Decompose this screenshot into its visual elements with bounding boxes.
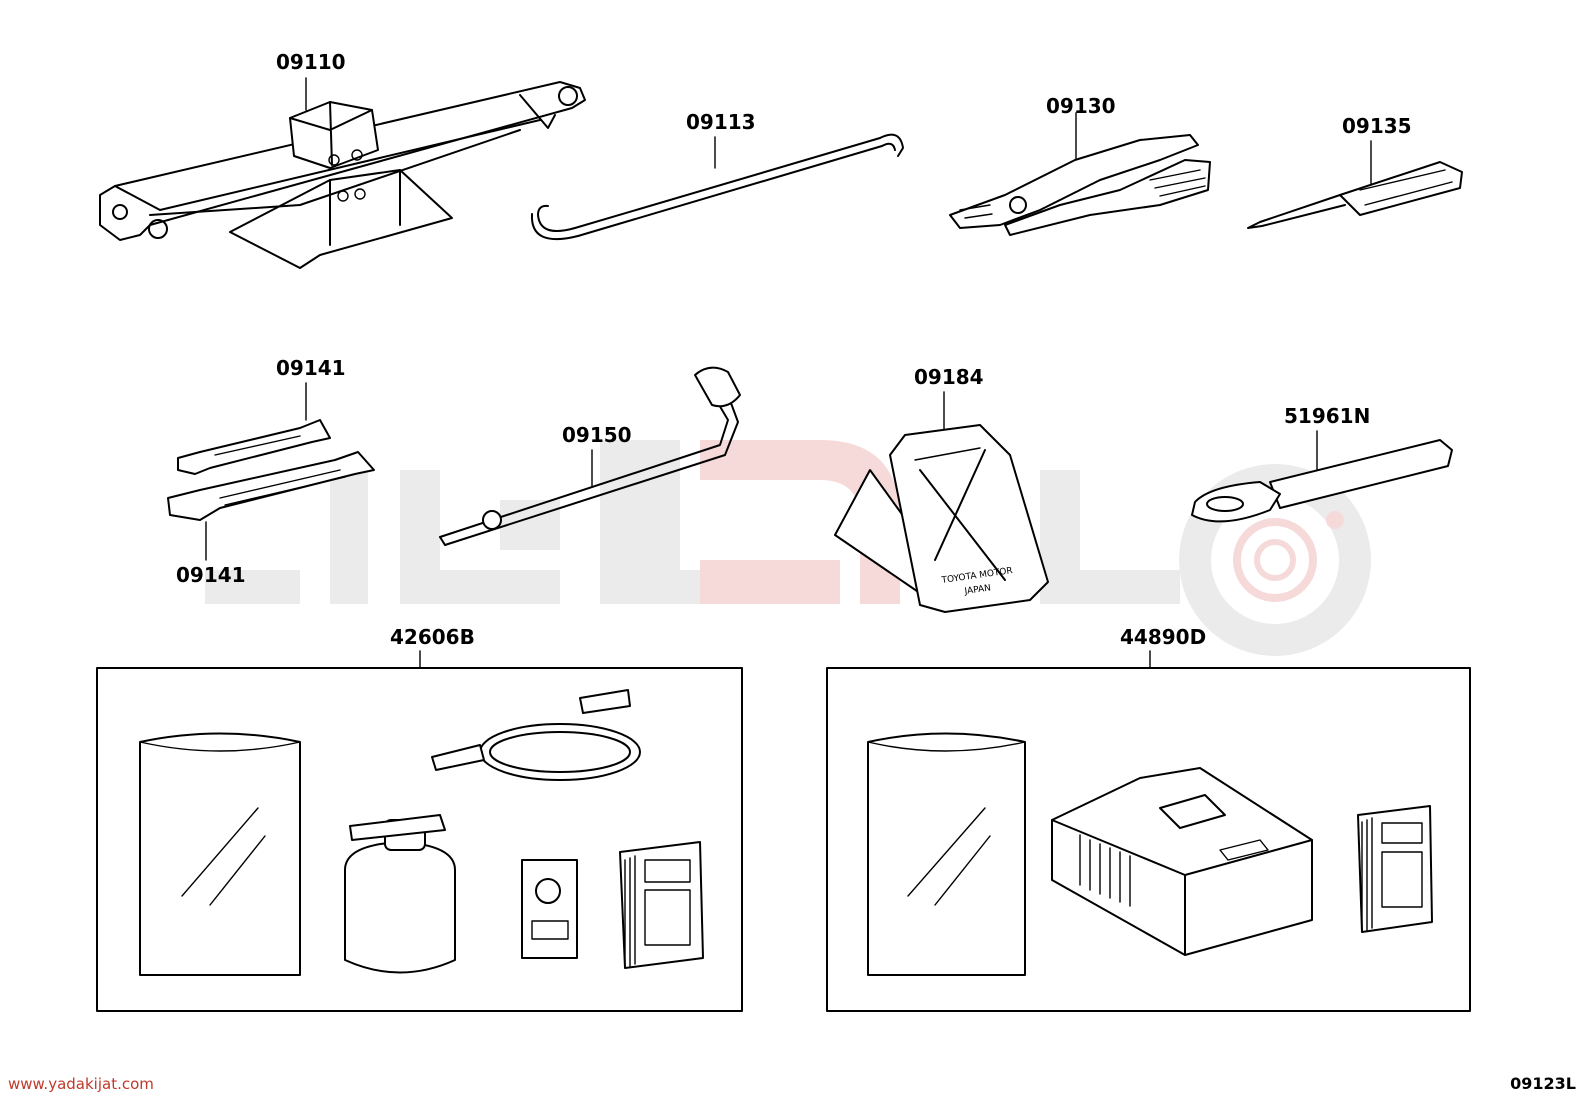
pliers-illustration [949, 112, 1211, 236]
lug-wrench-illustration [439, 366, 741, 546]
repair-kit-part-number: 42606B [390, 625, 475, 649]
compressor-kit-part-number: 44890D [1120, 625, 1206, 649]
compressor-kit-box [826, 650, 1471, 1012]
lug-wrench-part-number: 09150 [562, 423, 632, 447]
wrench-bottom-part-number: 09141 [176, 563, 246, 587]
jack-handle-part-number: 09113 [686, 110, 756, 134]
triangle-stamp-line2: JAPAN [963, 583, 992, 597]
screwdriver-part-number: 09135 [1342, 114, 1412, 138]
tow-hook-illustration [1191, 430, 1453, 523]
repair-kit-box [96, 650, 743, 1012]
warning-triangle-illustration: TOYOTA MOTOR JAPAN [834, 391, 1049, 613]
website-watermark: www.yadakijat.com [8, 1075, 154, 1093]
jack-handle-illustration [530, 133, 904, 241]
tow-hook-part-number: 51961N [1284, 404, 1370, 428]
jack-illustration [99, 77, 586, 269]
pliers-part-number: 09130 [1046, 94, 1116, 118]
watermark-logo [205, 440, 1371, 656]
diagram-code: 09123L [1510, 1074, 1576, 1093]
wrenches-illustration [167, 382, 375, 561]
screwdriver-illustration [1247, 140, 1463, 229]
warning-triangle-part-number: 09184 [914, 365, 984, 389]
wrench-top-part-number: 09141 [276, 356, 346, 380]
jack-part-number: 09110 [276, 50, 346, 74]
